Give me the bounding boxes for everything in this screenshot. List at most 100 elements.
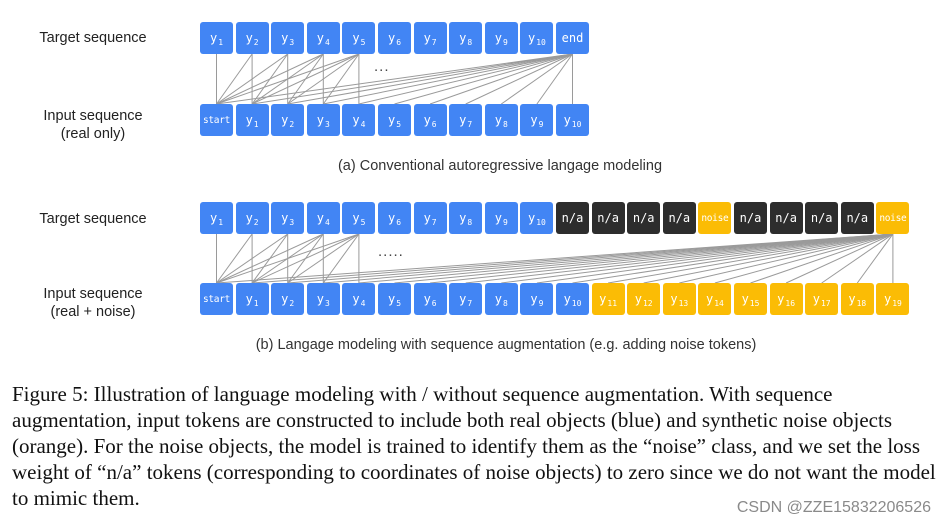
token-text: n/a xyxy=(810,211,833,225)
token-subscript: 7 xyxy=(467,119,473,129)
token-text: start xyxy=(202,293,231,305)
connector-line xyxy=(252,53,573,105)
token-subscript: 19 xyxy=(892,298,902,308)
panel-b-target-token: n/a xyxy=(556,202,589,234)
panel-a-target-label: Target sequence xyxy=(39,30,147,46)
token-text: y xyxy=(459,31,467,45)
panel-a-caption: (a) Conventional autoregressive langage … xyxy=(337,158,663,174)
connector-line xyxy=(216,233,324,284)
token-subscript: 14 xyxy=(714,298,724,308)
connector-line xyxy=(216,233,253,284)
token-text: y xyxy=(634,292,642,306)
connector-line xyxy=(394,53,573,105)
token-subscript: 8 xyxy=(467,37,473,47)
connector-line xyxy=(572,233,893,284)
token-subscript: 6 xyxy=(431,298,437,308)
token-subscript: 6 xyxy=(431,119,437,129)
panel-b-input-label: Input sequence (real + noise) xyxy=(28,285,158,321)
token-subscript: 2 xyxy=(289,119,295,129)
token-subscript: 2 xyxy=(253,37,259,47)
token-text: y xyxy=(245,113,253,127)
token-subscript: 6 xyxy=(396,37,402,47)
token-text: y xyxy=(245,292,253,306)
token-subscript: 10 xyxy=(536,217,546,227)
token-subscript: 9 xyxy=(538,298,544,308)
connector-line xyxy=(608,233,893,284)
token-subscript: 2 xyxy=(253,217,259,227)
connector-line xyxy=(322,53,360,105)
token-subscript: 10 xyxy=(571,119,582,129)
token-subscript: 1 xyxy=(218,37,224,47)
connector-line xyxy=(358,53,573,105)
connector-line xyxy=(216,233,288,284)
token-text: y xyxy=(494,292,502,306)
token-text: n/a xyxy=(668,211,691,225)
token-subscript: 5 xyxy=(360,217,366,227)
connector-line xyxy=(216,53,360,105)
token-text: y xyxy=(530,113,538,127)
panel-a-input-label: Input sequence (real only) xyxy=(28,107,158,143)
token-subscript: 4 xyxy=(325,37,330,47)
connector-line xyxy=(287,233,360,284)
token-subscript: 1 xyxy=(218,217,224,227)
token-text: y xyxy=(316,31,324,45)
panel-b-input-token: start xyxy=(200,283,233,315)
token-text: y xyxy=(423,113,431,127)
connector-line xyxy=(216,53,253,105)
token-text: y xyxy=(494,31,502,45)
token-text: y xyxy=(316,113,324,127)
connector-line xyxy=(501,53,573,105)
token-subscript: 18 xyxy=(856,298,867,308)
token-subscript: 3 xyxy=(289,217,295,227)
token-text: y xyxy=(209,211,218,225)
connector-line xyxy=(643,233,893,284)
token-text: y xyxy=(459,292,467,306)
connector-line xyxy=(287,53,573,105)
panel-a-input-label-line2: (real only) xyxy=(60,126,126,142)
connector-line xyxy=(465,233,893,284)
token-text: y xyxy=(423,292,431,306)
token-text: y xyxy=(705,292,714,306)
token-subscript: 10 xyxy=(571,298,582,308)
panel-a-target-token: end xyxy=(556,22,589,54)
token-subscript: 9 xyxy=(503,217,508,227)
panel-a-input-token: start xyxy=(200,104,233,136)
token-text: noise xyxy=(879,212,907,224)
token-text: y xyxy=(670,292,678,306)
token-text: n/a xyxy=(632,211,655,225)
connector-line xyxy=(216,53,288,105)
token-text: y xyxy=(281,211,289,225)
token-subscript: 5 xyxy=(360,37,366,47)
token-subscript: 8 xyxy=(503,119,508,129)
token-text: y xyxy=(530,292,538,306)
token-text: y xyxy=(352,292,360,306)
token-subscript: 7 xyxy=(431,37,437,47)
connector-line xyxy=(323,53,573,105)
token-subscript: 3 xyxy=(325,298,330,308)
token-text: y xyxy=(281,113,289,127)
token-text: y xyxy=(387,292,396,306)
token-text: y xyxy=(812,292,820,306)
connector-line xyxy=(501,233,893,284)
token-text: start xyxy=(202,114,231,126)
